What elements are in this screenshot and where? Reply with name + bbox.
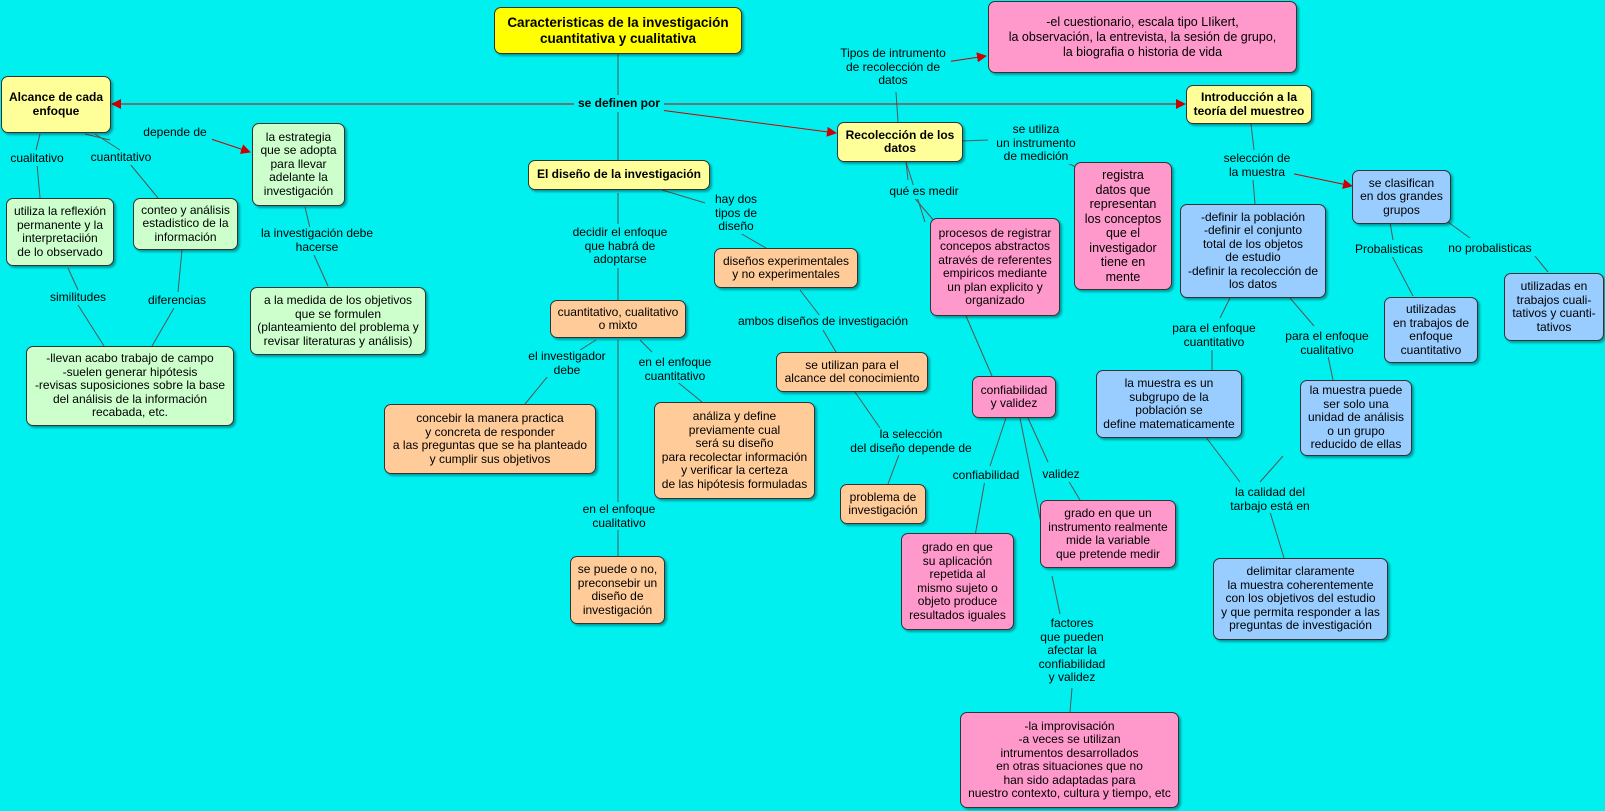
- link-seleccion-muestra: selección de la muestra: [1220, 151, 1294, 179]
- link-para-enfoque-cualitativo: para el enfoque cualitativo: [1282, 329, 1372, 357]
- reflexion-node: utiliza la reflexión permanente y la int…: [6, 198, 114, 266]
- link-investigador-debe: el investigador debe: [520, 349, 614, 377]
- confiabilidad-validez-node: confiabilidad y validez: [972, 376, 1056, 418]
- link-hay-dos-tipos: hay dos tipos de diseño: [705, 192, 767, 234]
- registra-datos-node: registra datos que representan los conce…: [1074, 162, 1172, 290]
- analiza-diseno-node: análiza y define previamente cual será s…: [654, 402, 815, 499]
- link-enfoque-cualitativo: en el enfoque cualitativo: [572, 502, 666, 530]
- link-ambos-disenos: ambos diseños de investigación: [733, 314, 913, 329]
- link-que-es-medir: qué es medir: [884, 184, 964, 199]
- definir-poblacion-node: -definir la población -definir el conjun…: [1180, 204, 1326, 298]
- link-enfoque-cuantitativo: en el enfoque cuantitativo: [628, 355, 722, 383]
- link-factores: factores que pueden afectar la confiabil…: [1036, 616, 1108, 685]
- estrategia-node: la estrategia que se adopta para llevar …: [252, 123, 345, 206]
- link-se-definen-por: se definen por: [574, 96, 664, 111]
- utilizadas-cuantitativo-node: utilizadas en trabajos de enfoque cuanti…: [1384, 297, 1478, 363]
- concebir-node: concebir la manera practica y concreta d…: [384, 404, 596, 474]
- root-title-node: Caracteristicas de la investigación cuan…: [494, 7, 742, 54]
- link-cuantitativo: cuantitativo: [87, 150, 155, 165]
- link-confiabilidad: confiabilidad: [949, 468, 1023, 483]
- link-investigacion-debe-hacerse: la investigación debe hacerse: [256, 226, 378, 254]
- link-probalisticas: Probalisticas: [1350, 242, 1428, 257]
- link-validez: validez: [1040, 467, 1082, 482]
- puede-preconcebir-node: se puede o no, preconsebir un diseño de …: [570, 556, 665, 624]
- grado-aplicacion-node: grado en que su aplicación repetida al m…: [901, 533, 1014, 630]
- procesos-registrar-node: procesos de registrar concepos abstracto…: [930, 218, 1060, 316]
- improvisacion-node: -la improvisación -a veces se utilizan i…: [960, 712, 1179, 808]
- muestra-subgrupo-node: la muestra es un subgrupo de la població…: [1096, 370, 1242, 438]
- link-seleccion-diseno: la selección del diseño depende de: [845, 427, 977, 455]
- alcance-title-node: Alcance de cada enfoque: [1, 76, 111, 133]
- link-para-enfoque-cuantitativo: para el enfoque cuantitativo: [1170, 321, 1258, 349]
- muestreo-title-node: Introducción a la teoría del muestreo: [1186, 85, 1312, 124]
- conteo-node: conteo y análisis estadistico de la info…: [133, 198, 238, 250]
- cuestionario-node: -el cuestionario, escala tipo LIikert, l…: [988, 1, 1297, 73]
- link-tipos-instrumento: Tipos de intrumento de recolección de da…: [835, 46, 951, 88]
- similitudes-node: -llevan acabo trabajo de campo -suelen g…: [26, 346, 234, 426]
- diseno-title-node: El diseño de la investigación: [528, 160, 710, 190]
- link-similitudes: similitudes: [44, 290, 112, 305]
- link-diferencias: diferencias: [143, 293, 211, 308]
- utilizadas-cualitativos-node: utilizadas en trabajos cuali- tativos y …: [1504, 273, 1604, 341]
- link-no-probalisticas: no probalisticas: [1444, 241, 1536, 256]
- se-clasifican-node: se clasifican en dos grandes grupos: [1352, 170, 1451, 224]
- alcance-conocimiento-node: se utilizan para el alcance del conocimi…: [776, 352, 928, 392]
- grado-instrumento-node: grado en que un instrumento realmente mi…: [1040, 500, 1176, 568]
- link-se-utiliza-instrumento: se utiliza un instrumento de medición: [990, 122, 1082, 164]
- muestra-unidad-node: la muestra puede ser solo una unidad de …: [1300, 380, 1412, 456]
- problema-investigacion-node: problema de investigación: [840, 484, 926, 524]
- link-depende-de: depende de: [138, 125, 212, 140]
- disenos-experimentales-node: diseños experimentales y no experimental…: [714, 248, 858, 288]
- enfoque-mixto-node: cuantitativo, cualitativo o mixto: [550, 300, 686, 338]
- link-calidad-trabajo: la calidad del tarbajo está en: [1224, 485, 1316, 513]
- recoleccion-title-node: Recolección de los datos: [837, 122, 963, 162]
- medida-objetivos-node: a la medida de los objetivos que se form…: [250, 287, 426, 355]
- delimitar-muestra-node: delimitar claramente la muestra coherent…: [1213, 558, 1388, 640]
- link-decidir-enfoque: decidir el enfoque que habrá de adoptars…: [566, 225, 674, 267]
- link-cualitativo: cualitativo: [6, 151, 68, 166]
